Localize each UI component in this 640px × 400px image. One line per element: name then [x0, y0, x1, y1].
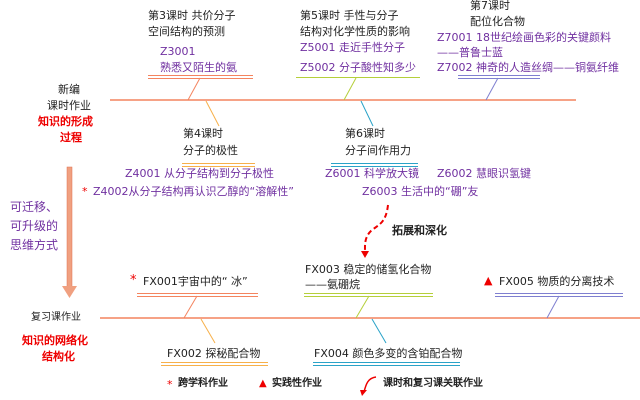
- lesson5-underline: [296, 77, 420, 78]
- lesson6-subtitle: 分子间作用力: [345, 144, 411, 157]
- fx005-underline: [495, 293, 623, 297]
- lesson6-item: Z6002 慧眼识氢键: [437, 167, 532, 180]
- transfer-line-2: 可升级的: [10, 219, 59, 233]
- fx002-underline: [161, 362, 268, 366]
- lesson7-subtitle: 配位化合物: [470, 15, 525, 28]
- connector-fx001: [183, 295, 198, 319]
- lesson6-title: 第6课时: [345, 127, 385, 140]
- fx001-underline: [137, 293, 258, 297]
- legend-curve-label: 课时和复习课关联作业: [383, 378, 483, 389]
- legend-star-label: 跨学科作业: [178, 378, 228, 389]
- review-label: 复习课作业: [31, 312, 81, 323]
- fx003-underline: [304, 293, 433, 297]
- lesson6-item: Z6003 生活中的“硼”友: [362, 185, 479, 198]
- connector-l4: [205, 100, 220, 127]
- legend-star-icon: *: [167, 378, 173, 391]
- connector-l6: [360, 100, 374, 127]
- lesson4-item: Z4002从分子结构再认识乙醇的“溶解性”: [93, 185, 294, 198]
- connector-l7: [485, 77, 499, 101]
- new-label-2: 课时作业: [47, 99, 91, 112]
- lesson5-subtitle: 结构对化学性质的影响: [300, 25, 410, 38]
- lesson5-item: Z5001 走近手性分子: [300, 41, 406, 54]
- lesson3-subtitle: 空间结构的预测: [148, 25, 225, 38]
- connector-fx002: [200, 318, 216, 344]
- fx004-underline: [313, 362, 460, 366]
- legend-triangle-label: 实践性作业: [272, 378, 322, 389]
- process-label-2: 过程: [60, 131, 82, 144]
- process-label-1: 知识的形成: [38, 115, 93, 128]
- lesson6-underline: [331, 163, 418, 167]
- lesson7-title: 第7课时: [470, 0, 510, 12]
- lesson6-item: Z6001 科学放大镜: [325, 167, 420, 180]
- connector-l3: [187, 77, 201, 101]
- fx005-item: FX005 物质的分离技术: [499, 275, 615, 288]
- legend-curve-arrowhead-icon: [360, 390, 367, 396]
- legend-triangle-icon: ▲: [259, 378, 267, 389]
- lesson4-item: Z4001 从分子结构到分子极性: [125, 167, 275, 180]
- vertical-arrow-bar: [66, 166, 73, 288]
- lesson3-item: Z3001: [160, 45, 196, 58]
- lesson7-item: Z7002 神奇的人造丝绸——铜氨纤维: [437, 61, 620, 74]
- fx002-item: FX002 探秘配合物: [167, 347, 261, 360]
- lesson3-underline: [148, 75, 253, 79]
- connector-fx004: [371, 318, 387, 344]
- extend-dashed-arrow: [363, 204, 389, 253]
- fx001-item: FX001宇宙中的“ 冰”: [143, 275, 248, 288]
- star-icon: *: [130, 273, 137, 288]
- extend-label: 拓展和深化: [392, 224, 447, 237]
- new-label-1: 新编: [58, 83, 80, 96]
- connector-l5: [343, 77, 357, 101]
- lesson7-underline: [458, 75, 540, 79]
- transfer-line-3: 思维方式: [10, 238, 59, 252]
- extend-arrowhead-icon: [361, 251, 369, 258]
- lesson4-underline: [182, 163, 255, 167]
- transfer-line-1: 可迁移、: [10, 200, 59, 214]
- arrow-down-icon: [62, 286, 77, 298]
- lesson3-title: 第3课时 共价分子: [148, 9, 236, 22]
- connector-fx005: [546, 295, 560, 319]
- lesson4-subtitle: 分子的极性: [183, 144, 238, 157]
- fx004-item: FX004 颜色多变的含铂配合物: [314, 347, 463, 360]
- lesson7-item: Z7001 18世纪绘画色彩的关键颜料: [437, 31, 612, 44]
- triangle-icon: ▲: [484, 274, 493, 287]
- legend-curve-icon: [363, 376, 377, 393]
- fx003-item-2: ——氨硼烷: [305, 278, 360, 291]
- connector-fx003: [355, 295, 370, 319]
- star-icon: *: [82, 185, 88, 198]
- fx003-item: FX003 稳定的储氢化合物: [305, 263, 432, 276]
- network-label-2: 结构化: [42, 350, 75, 363]
- lesson3-item: 熟悉又陌生的氨: [160, 61, 237, 74]
- lesson5-title: 第5课时 手性与分子: [300, 9, 399, 22]
- network-label-1: 知识的网络化: [22, 334, 88, 347]
- lesson4-title: 第4课时: [183, 127, 223, 140]
- lesson5-item: Z5002 分子酸性知多少: [300, 61, 417, 74]
- lesson7-item: ——普鲁士蓝: [437, 46, 503, 59]
